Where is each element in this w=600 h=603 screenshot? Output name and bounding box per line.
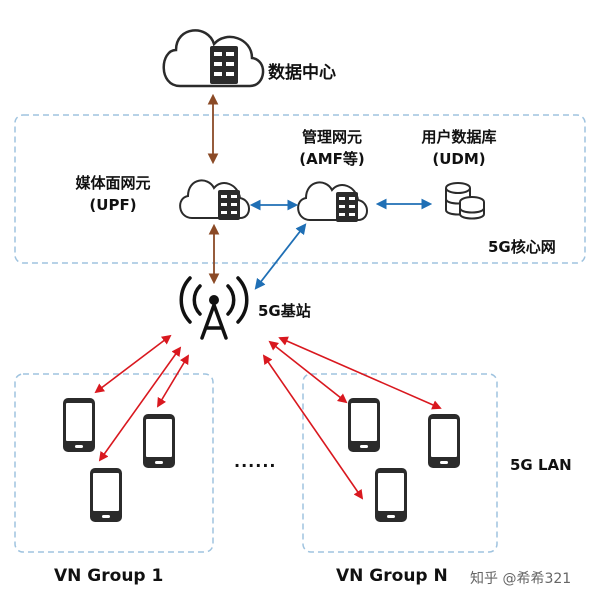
vn-group-1-region <box>14 373 214 553</box>
amf-label: 管理网元 (AMF等) <box>282 126 382 170</box>
upf-label-line1: 媒体面网元 <box>75 174 151 192</box>
ellipsis-label: ...... <box>234 452 277 471</box>
database-icon <box>445 182 485 220</box>
phone-icon <box>428 414 460 468</box>
udm-label-line2: (UDM) <box>432 150 486 168</box>
phone-icon <box>63 398 95 452</box>
upf-label-line2: (UPF) <box>89 196 137 214</box>
vn-group-n-label: VN Group N <box>336 566 448 586</box>
amf-cloud-icon <box>297 181 368 222</box>
phone-icon <box>90 468 122 522</box>
wireless-link <box>157 354 189 408</box>
base-station-label: 5G基站 <box>258 302 311 320</box>
upf-label: 媒体面网元 (UPF) <box>58 172 168 216</box>
amf-label-line1: 管理网元 <box>301 128 362 146</box>
udm-label-line1: 用户数据库 <box>421 128 497 146</box>
core-network-region <box>14 114 586 264</box>
lan-label: 5G LAN <box>510 456 572 474</box>
watermark: 知乎 @希希321 <box>470 568 572 588</box>
vn-group-1-label: VN Group 1 <box>54 566 164 586</box>
data-center-cloud-icon <box>162 29 265 88</box>
link-amf-basestation <box>254 223 307 290</box>
data-center-label: 数据中心 <box>268 63 336 83</box>
wireless-link <box>278 336 442 410</box>
udm-label: 用户数据库 (UDM) <box>404 126 514 170</box>
wireless-link <box>94 334 172 394</box>
amf-label-line2: (AMF等) <box>299 150 365 168</box>
antenna-icon <box>179 276 249 340</box>
wireless-link <box>262 354 364 500</box>
phone-icon <box>375 468 407 522</box>
vn-group-n-region <box>302 373 498 553</box>
phone-icon <box>143 414 175 468</box>
phone-icon <box>348 398 380 452</box>
upf-cloud-icon <box>179 179 250 220</box>
core-network-label: 5G核心网 <box>488 238 556 256</box>
